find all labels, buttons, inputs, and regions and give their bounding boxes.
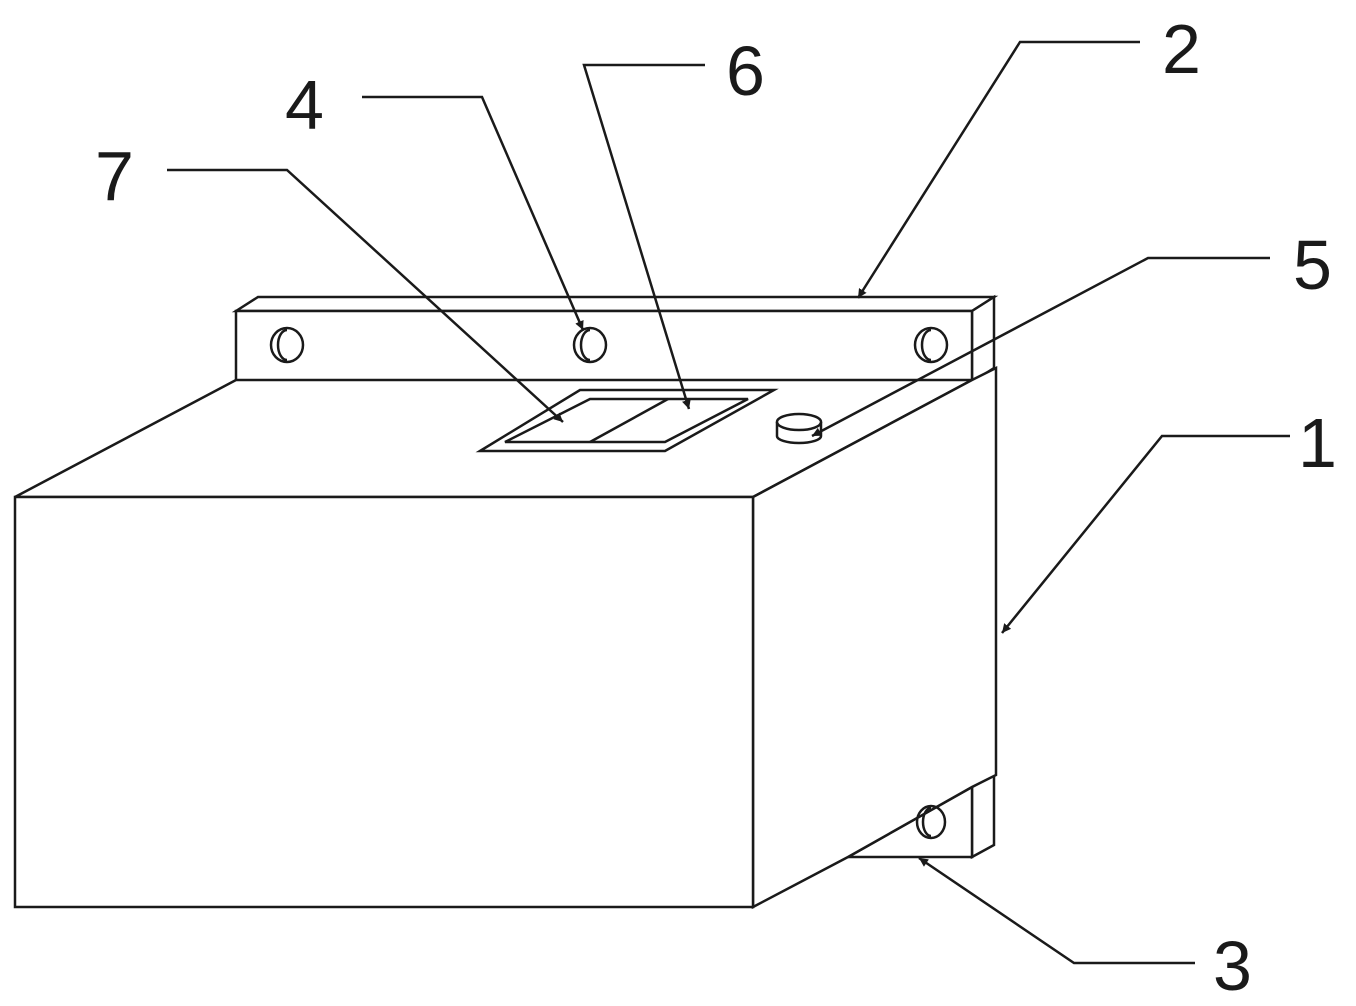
callout-2: 2 [1162,10,1201,88]
knob [775,412,823,445]
housing-front-face [13,495,755,909]
callout-7: 7 [95,137,134,215]
top-mounting-bracket [231,294,999,385]
box-housing [13,365,998,910]
callout-6: 6 [726,32,765,110]
screw-hole-icon [572,326,608,364]
bottom-bracket-side-face [970,772,996,860]
screw-hole-icon [913,326,949,364]
leader-line-1 [1001,434,1290,634]
callout-labels: 1 2 3 4 5 6 7 [95,10,1337,1005]
leader-line-6 [582,63,705,410]
callout-5: 5 [1293,226,1332,304]
knob-top [775,412,823,432]
leader-line-2 [856,40,1140,299]
bracket-side-face [970,294,996,385]
callout-1: 1 [1298,404,1337,482]
leader-line-4 [362,95,585,331]
leader-lines [167,40,1290,965]
bracket-front-face [234,309,974,384]
screw-hole-icon [915,804,947,840]
leader-line-3 [918,856,1195,965]
bracket-top-face [231,295,999,313]
callout-4: 4 [285,66,324,144]
leader-line-5 [811,256,1270,438]
bracket-screws [269,326,949,840]
housing-right-face [751,365,998,910]
callout-3: 3 [1213,927,1252,1005]
screw-hole-icon [269,326,305,364]
leader-line-7 [167,168,564,423]
display-divider [589,397,669,444]
